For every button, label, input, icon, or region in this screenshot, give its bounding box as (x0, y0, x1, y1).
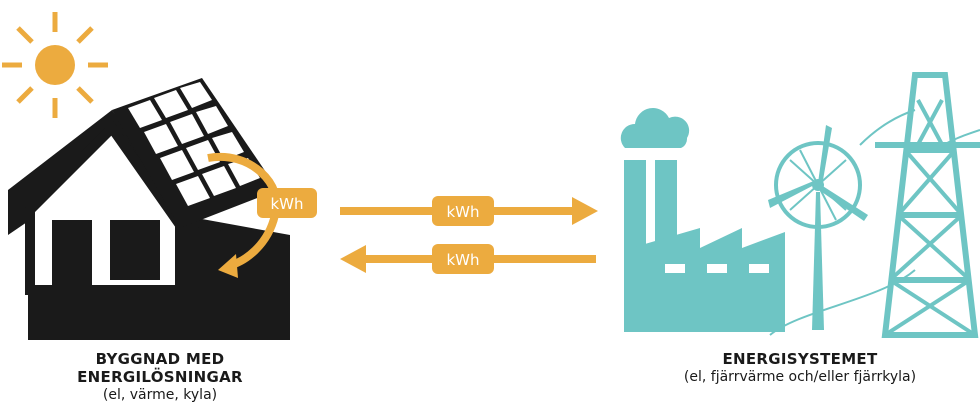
building-subtitle: (el, värme, kyla) (102, 387, 218, 403)
kwh-badge-house: kWh (257, 188, 317, 218)
building-caption: BYGGNAD MED ENERGILÖSNINGAR (el, värme, … (20, 350, 300, 404)
factory-icon (620, 108, 785, 332)
system-caption: ENERGISYSTEMET (el, fjärrvärme och/eller… (630, 350, 970, 386)
export-arrow: kWh (340, 196, 598, 226)
kwh-label: kWh (446, 203, 479, 221)
system-title: ENERGISYSTEMET (722, 350, 878, 368)
kwh-label: kWh (270, 195, 303, 213)
kwh-label: kWh (446, 251, 479, 269)
solar-panel-icon (128, 82, 260, 206)
wind-turbine-icon (768, 125, 868, 330)
system-subtitle: (el, fjärrvärme och/eller fjärrkyla) (683, 369, 917, 385)
transmission-tower-icon (875, 72, 980, 338)
building-title: BYGGNAD MED ENERGILÖSNINGAR (77, 350, 243, 386)
sun-icon (2, 12, 108, 118)
import-arrow: kWh (340, 244, 596, 274)
